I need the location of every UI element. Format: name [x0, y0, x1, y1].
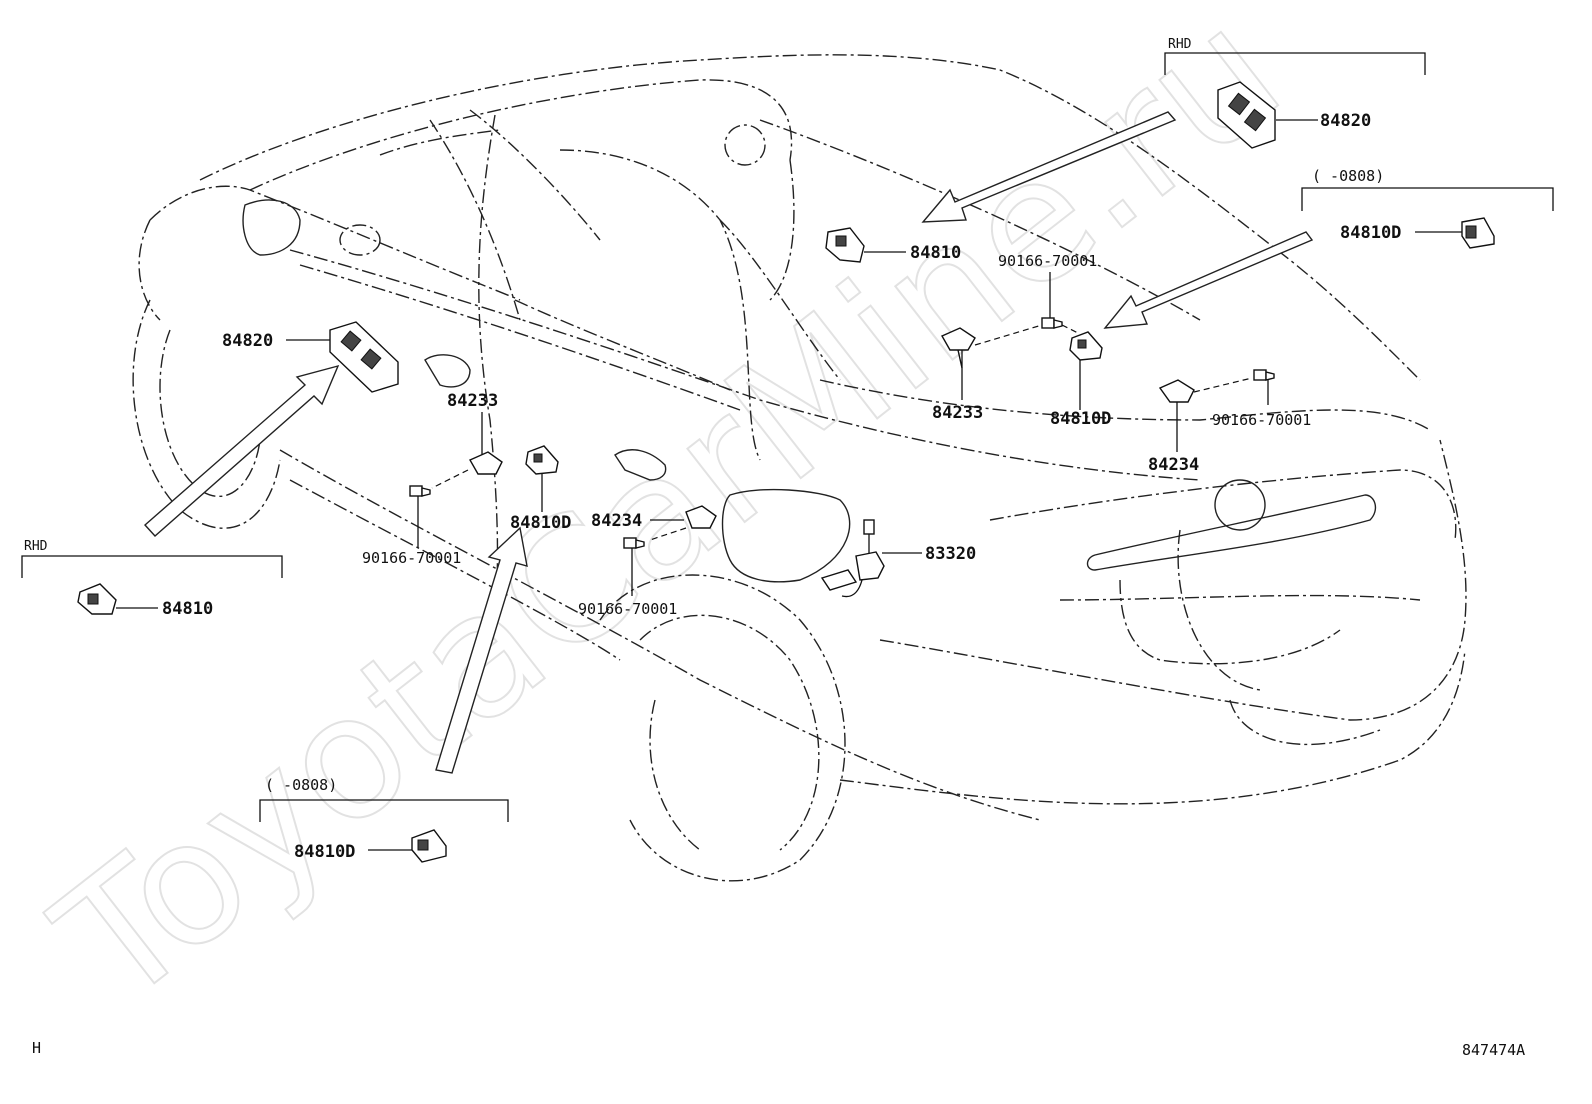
- arrow-rear-door-switch: [435, 526, 528, 774]
- fuel-lid-sensor[interactable]: [820, 519, 885, 598]
- range-top-label: ( -0808): [1312, 167, 1384, 185]
- range-bottom-label: ( -0808): [265, 776, 337, 794]
- label-90166-rear-top: 90166-70001: [998, 252, 1097, 270]
- lock-switch-84810d-rear[interactable]: [1069, 331, 1103, 361]
- rhd-top-label: RHD: [1168, 37, 1192, 52]
- switch-84810d-top-right[interactable]: [1461, 217, 1495, 249]
- courtesy-switch-84234-left[interactable]: [685, 505, 717, 529]
- master-switch-rhd-top[interactable]: [1217, 81, 1276, 149]
- label-84820-top: 84820: [1320, 111, 1371, 131]
- master-switch-left[interactable]: [329, 321, 399, 393]
- screw-left-2[interactable]: [623, 537, 645, 549]
- label-84810d-bottom: 84810D: [294, 842, 355, 862]
- label-84234-rear: 84234: [1148, 455, 1199, 475]
- arrow-right-switch: [1103, 231, 1314, 329]
- courtesy-switch-84233-rear[interactable]: [941, 327, 976, 369]
- screw-rear-right[interactable]: [1253, 369, 1275, 381]
- switch-84810-rear[interactable]: [825, 227, 865, 263]
- label-84233-rear: 84233: [932, 403, 983, 423]
- car-body-outline: [132, 54, 1467, 882]
- figure-id: 847474A: [1462, 1041, 1525, 1059]
- courtesy-switch-84234-rear[interactable]: [1158, 379, 1195, 403]
- callout-arrows: [144, 111, 1314, 774]
- switch-84810-rhd-left[interactable]: [77, 583, 117, 615]
- arrow-top-switch: [921, 111, 1177, 223]
- label-90166-rear-right: 90166-70001: [1212, 411, 1311, 429]
- screw-left[interactable]: [409, 485, 431, 497]
- switch-84810d-bottom[interactable]: [411, 829, 447, 863]
- label-84820-left: 84820: [222, 331, 273, 351]
- label-84810d-left: 84810D: [510, 513, 571, 533]
- label-84810-rear: 84810: [910, 243, 961, 263]
- screw-rear-top[interactable]: [1041, 317, 1063, 329]
- label-90166-left-2: 90166-70001: [578, 600, 677, 618]
- lock-switch-84810d-left[interactable]: [525, 445, 559, 475]
- footer-code: H: [32, 1039, 41, 1057]
- label-84234-left: 84234: [591, 511, 642, 531]
- watermark: ToyotaCarMine.ru: [23, 0, 1316, 1043]
- label-84810d-rear: 84810D: [1050, 409, 1111, 429]
- arrow-front-switch: [144, 364, 340, 537]
- label-90166-left: 90166-70001: [362, 549, 461, 567]
- rhd-left-label: RHD: [24, 539, 48, 554]
- group-brackets: RHD ( -0808) RHD ( -0808): [21, 37, 1554, 822]
- courtesy-switch-84233-left[interactable]: [469, 451, 503, 475]
- label-83320: 83320: [925, 544, 976, 564]
- label-84810-rhd-left: 84810: [162, 599, 213, 619]
- label-84810d-top-right: 84810D: [1340, 223, 1401, 243]
- label-84233-left: 84233: [447, 391, 498, 411]
